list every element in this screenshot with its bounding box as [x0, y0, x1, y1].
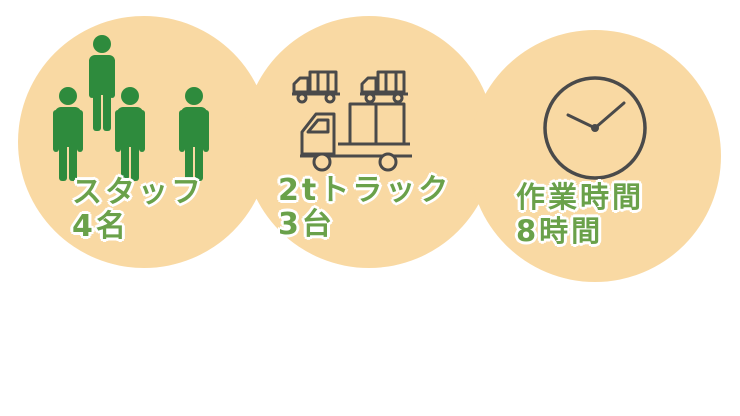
staff-label-line1: スタッフ: [72, 175, 204, 210]
truck-label-line2: 3台: [278, 207, 335, 242]
truck-circle: [243, 16, 495, 268]
clock-icon: [543, 76, 647, 180]
time-label-line2: 8時間: [516, 214, 604, 248]
time-label: 作業時間 8時間: [516, 180, 644, 248]
time-label-line1: 作業時間: [516, 180, 645, 214]
people-icon: [53, 35, 209, 181]
time-circle: [469, 30, 721, 282]
truck-label-line1: 2tトラック: [278, 173, 452, 208]
truck-icon: [292, 70, 412, 172]
staff-label: スタッフ 4名: [72, 176, 204, 244]
truck-label: 2tトラック 3台: [278, 174, 451, 242]
staff-label-line2: 4名: [72, 209, 129, 244]
